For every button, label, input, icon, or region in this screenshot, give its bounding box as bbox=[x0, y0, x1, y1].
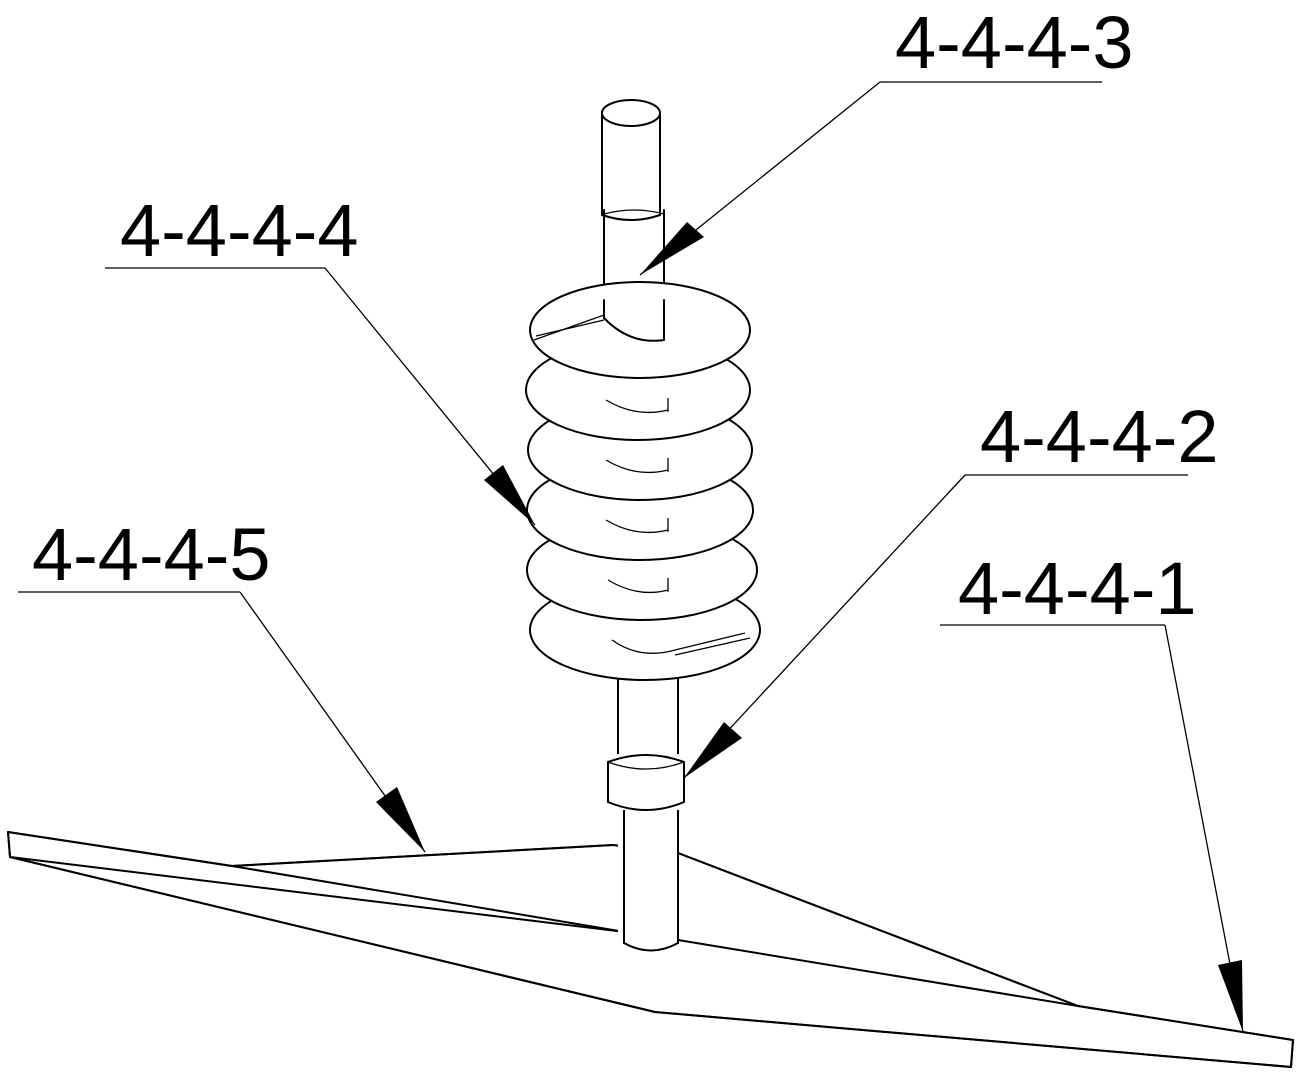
label-part-3: 4-4-4-3 bbox=[895, 1, 1134, 84]
label-part-1: 4-4-4-1 bbox=[958, 547, 1197, 630]
arrowheads bbox=[376, 222, 1243, 1032]
arrow-part-2 bbox=[684, 722, 742, 778]
part-labels: 4-4-4-3 4-4-4-4 4-4-4-2 4-4-4-5 4-4-4-1 bbox=[32, 1, 1219, 630]
label-part-5: 4-4-4-5 bbox=[32, 513, 271, 596]
arrow-part-4 bbox=[484, 465, 535, 525]
label-part-4: 4-4-4-4 bbox=[120, 189, 359, 272]
arrow-part-1 bbox=[1218, 960, 1243, 1032]
arrow-part-3 bbox=[640, 222, 704, 275]
screw-blade bbox=[525, 281, 761, 681]
shaft-collar bbox=[607, 754, 685, 811]
label-part-2: 4-4-4-2 bbox=[980, 395, 1219, 478]
arrow-part-5 bbox=[376, 787, 425, 852]
